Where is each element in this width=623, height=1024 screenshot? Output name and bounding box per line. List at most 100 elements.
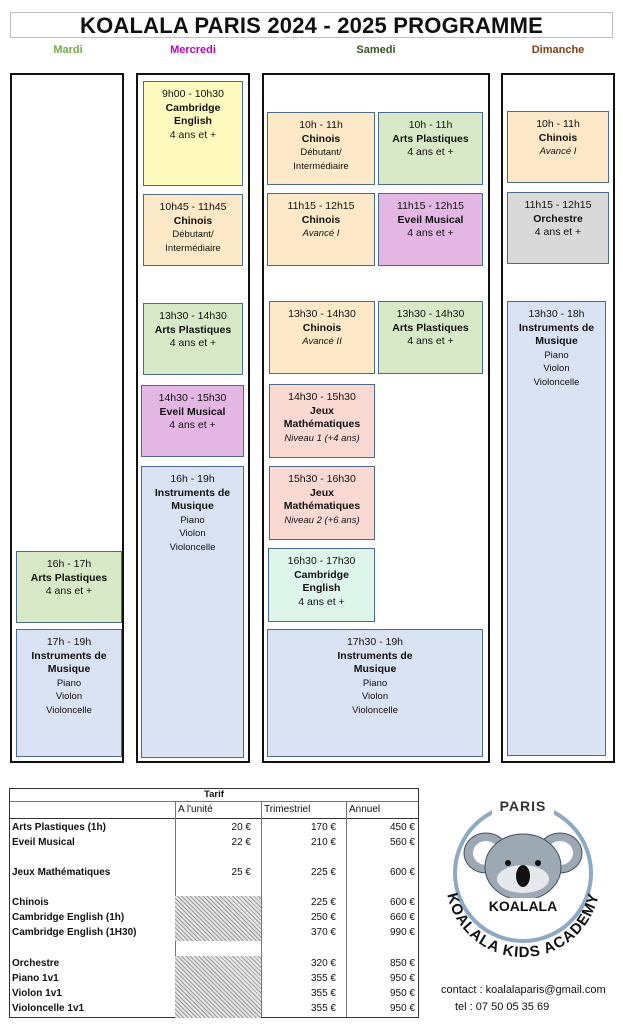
tarif-annuel: 850 €: [389, 958, 415, 969]
session-name-line1: Instruments de: [518, 321, 595, 334]
session-sub: 4 ans et +: [45, 585, 93, 597]
session-name-line2: Musique: [353, 663, 397, 675]
session-mercredi-cambridge: 9h00 - 10h30 Cambridge English 4 ans et …: [143, 81, 243, 186]
session-name-line2: English: [174, 115, 212, 127]
tarif-unit: 25 €: [231, 867, 251, 878]
contact-phone: tel : 07 50 05 35 69: [455, 1001, 550, 1013]
tarif-row-label: Piano 1v1: [12, 973, 59, 984]
session-name-line1: Instruments de: [31, 649, 107, 662]
session-sub: 4 ans et +: [169, 419, 216, 431]
session-time: 13h30 - 18h: [528, 308, 585, 320]
tarif-row-label: Eveil Musical: [12, 837, 75, 848]
tarif-tri: 210 €: [310, 837, 336, 848]
session-name: Chinois: [301, 132, 341, 145]
tarif-tri: 170 €: [310, 822, 336, 833]
session-time: 10h - 11h: [536, 118, 580, 130]
tarif-annuel: 450 €: [389, 822, 415, 833]
tarif-tri: 355 €: [310, 988, 336, 999]
session-name-line1: Jeux: [310, 486, 334, 499]
session-name: Chinois: [302, 321, 342, 334]
tarif-heading: Tarif: [204, 789, 224, 800]
session-time: 16h - 19h: [170, 473, 215, 485]
session-name: Arts Plastiques: [30, 571, 108, 584]
session-time: 17h30 - 19h: [346, 636, 404, 648]
instrument-violon: Violon: [361, 691, 389, 702]
tarif-annuel: 950 €: [389, 988, 415, 999]
instrument-piano: Piano: [544, 349, 569, 361]
day-label-dimanche: Dimanche: [531, 44, 585, 56]
session-name-line1: Jeux: [310, 404, 334, 417]
tarif-row: Arts Plastiques (1h) 20 € 170 € 450 €: [10, 820, 418, 835]
tarif-annuel: 950 €: [389, 1003, 415, 1014]
session-dimanche-orchestre: 11h15 - 12h15 Orchestre 4 ans et +: [507, 192, 609, 264]
session-samedi-jeux-maths-1: 14h30 - 15h30 Jeux Mathématiques Niveau …: [269, 384, 375, 458]
tarif-col-annuel: Annuel: [349, 804, 381, 815]
session-level-line1: Débutant/: [300, 147, 342, 158]
page-title: KOALALA PARIS 2024 - 2025 PROGRAMME: [10, 12, 613, 38]
session-name-line2: Musique: [47, 663, 91, 675]
session-time: 11h15 - 12h15: [397, 200, 464, 212]
tarif-unit: 22 €: [231, 837, 251, 848]
session-samedi-cambridge: 16h30 - 17h30 Cambridge English 4 ans et…: [268, 548, 375, 622]
session-name-line1: Instruments de: [337, 649, 413, 662]
tarif-tri: 370 €: [310, 927, 336, 938]
session-time: 13h30 - 14h30: [396, 308, 465, 320]
session-sub: 4 ans et +: [407, 146, 454, 158]
day-label-samedi: Samedi: [356, 44, 396, 56]
tarif-row-label: Orchestre: [12, 958, 60, 969]
session-time: 17h - 19h: [46, 636, 92, 648]
tarif-tri: 355 €: [310, 973, 336, 984]
session-name-line2: Musique: [535, 335, 578, 347]
session-samedi-arts-plastiques-2: 13h30 - 14h30 Arts Plastiques 4 ans et +: [378, 301, 483, 374]
tarif-row: Orchestre 320 € 850 €: [10, 956, 418, 971]
tarif-row: Cambridge English (1h) 250 € 660 €: [10, 910, 418, 925]
session-sub: 4 ans et +: [298, 595, 345, 608]
session-samedi-arts-plastiques-1: 10h - 11h Arts Plastiques 4 ans et +: [378, 112, 483, 185]
session-time: 10h - 11h: [408, 119, 453, 131]
session-sub: 4 ans et +: [407, 335, 454, 347]
session-name: Eveil Musical: [159, 405, 226, 418]
session-name-line2: Mathématiques: [283, 500, 361, 512]
session-sub: 4 ans et +: [407, 227, 454, 239]
session-samedi-eveil-musical: 11h15 - 12h15 Eveil Musical 4 ans et +: [378, 193, 483, 266]
instrument-piano: Piano: [362, 677, 388, 689]
tarif-row-label: Arts Plastiques (1h): [12, 822, 106, 833]
tarif-table: Tarif A l'unité Trimestriel Annuel Arts …: [9, 788, 419, 1018]
session-time: 11h15 - 12h15: [524, 199, 592, 211]
tarif-tri: 225 €: [310, 867, 336, 878]
session-time: 16h - 17h: [46, 558, 92, 570]
session-name: Eveil Musical: [397, 213, 464, 226]
contact-email: contact : koalalaparis@gmail.com: [441, 984, 606, 996]
session-name-line1: Cambridge: [294, 568, 349, 581]
session-name: Arts Plastiques: [392, 132, 469, 145]
session-name-line2: Musique: [171, 500, 214, 512]
session-mercredi-arts-plastiques: 13h30 - 14h30 Arts Plastiques 4 ans et +: [143, 303, 243, 375]
tarif-annuel: 660 €: [389, 912, 415, 923]
logo-middle-text: KOALALA: [488, 898, 558, 914]
session-time: 11h15 - 12h15: [287, 200, 355, 212]
session-name-line2: English: [302, 582, 341, 594]
tarif-row-label: Chinois: [12, 897, 49, 908]
session-samedi-chinois-avance-1: 11h15 - 12h15 Chinois Avancé I: [267, 193, 375, 266]
tarif-row-label: Cambridge English (1h): [12, 912, 125, 923]
session-name: Arts Plastiques: [154, 323, 232, 336]
session-time: 9h00 - 10h30: [162, 88, 224, 100]
session-sub: Niveau 2 (+6 ans): [284, 514, 360, 526]
tarif-row: Eveil Musical 22 € 210 € 560 €: [10, 835, 418, 850]
session-sub: 4 ans et +: [534, 226, 582, 238]
session-name: Chinois: [301, 213, 341, 226]
instrument-violon: Violon: [179, 528, 206, 539]
tarif-tri: 225 €: [310, 897, 336, 908]
tarif-row: Jeux Mathématiques 25 € 225 € 600 €: [10, 865, 418, 880]
session-mardi-arts-plastiques: 16h - 17h Arts Plastiques 4 ans et +: [16, 551, 122, 623]
instrument-violon: Violon: [55, 691, 83, 702]
koala-logo-icon: KOALALA KIDS ACADEMY: [443, 795, 602, 961]
tarif-annuel: 600 €: [389, 897, 415, 908]
session-time: 13h30 - 14h30: [159, 310, 227, 322]
tarif-annuel: 990 €: [389, 927, 415, 938]
day-label-mercredi: Mercredi: [170, 44, 216, 56]
session-mercredi-eveil-musical: 14h30 - 15h30 Eveil Musical 4 ans et +: [141, 385, 244, 457]
logo-top-text: PARIS: [499, 798, 547, 814]
session-samedi-chinois-debutant: 10h - 11h Chinois Débutant/ Intermédiair…: [267, 112, 375, 185]
tarif-row-label: Cambridge English (1H30): [12, 927, 137, 938]
